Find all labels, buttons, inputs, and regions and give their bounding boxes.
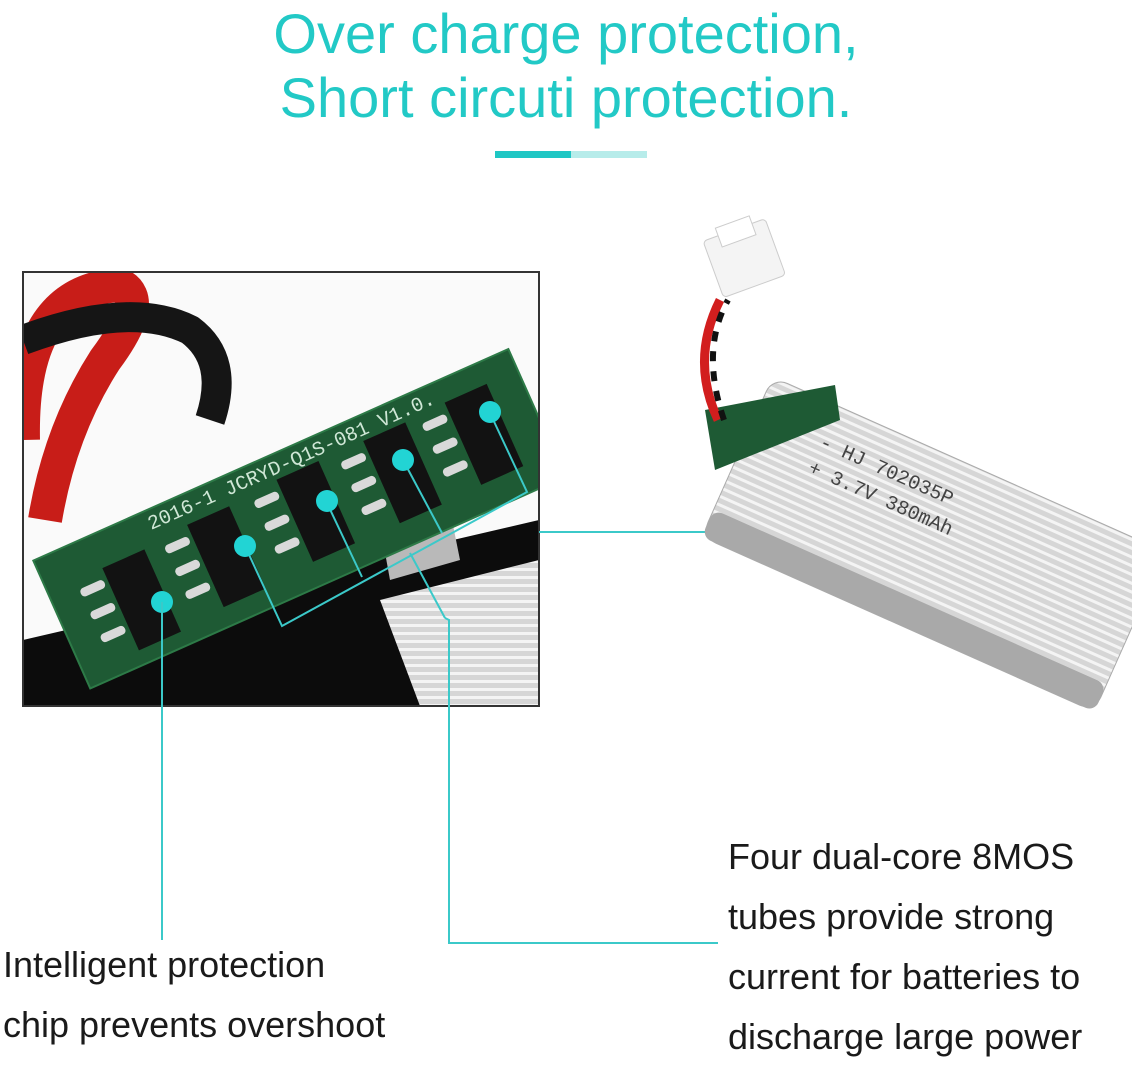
callout-left-line: chip prevents overshoot [3,1004,386,1045]
callout-protection-chip: Intelligent protection chip prevents ove… [3,935,385,1055]
callout-right-line: Four dual-core 8MOS [728,836,1075,877]
battery-connector [703,215,785,297]
battery-pack: - HJ 702035P + 3.7V 380mAh [700,215,1132,709]
callout-right-line: discharge large power [728,1016,1083,1057]
battery-pcb [705,385,840,470]
title-line-1: Over charge protection, [273,2,859,65]
callout-right-line: tubes provide strong [728,896,1055,937]
pcb-closeup-photo: 2016-1 JCRYD-Q1S-081 V1.0. [23,272,539,706]
title-line-2: Short circuti protection. [279,66,853,129]
title-underline-dark [495,151,571,158]
callout-left-line: Intelligent protection [3,944,326,985]
leader-lines-inner [244,412,529,628]
callout-right-line: current for batteries to [728,956,1081,997]
photo-frame [22,271,540,707]
callout-mos-tubes: Four dual-core 8MOS tubes provide strong… [728,827,1082,1067]
black-wire [23,302,232,425]
pcb-board: 2016-1 JCRYD-Q1S-081 V1.0. [31,347,539,690]
title-underline-light [571,151,647,158]
